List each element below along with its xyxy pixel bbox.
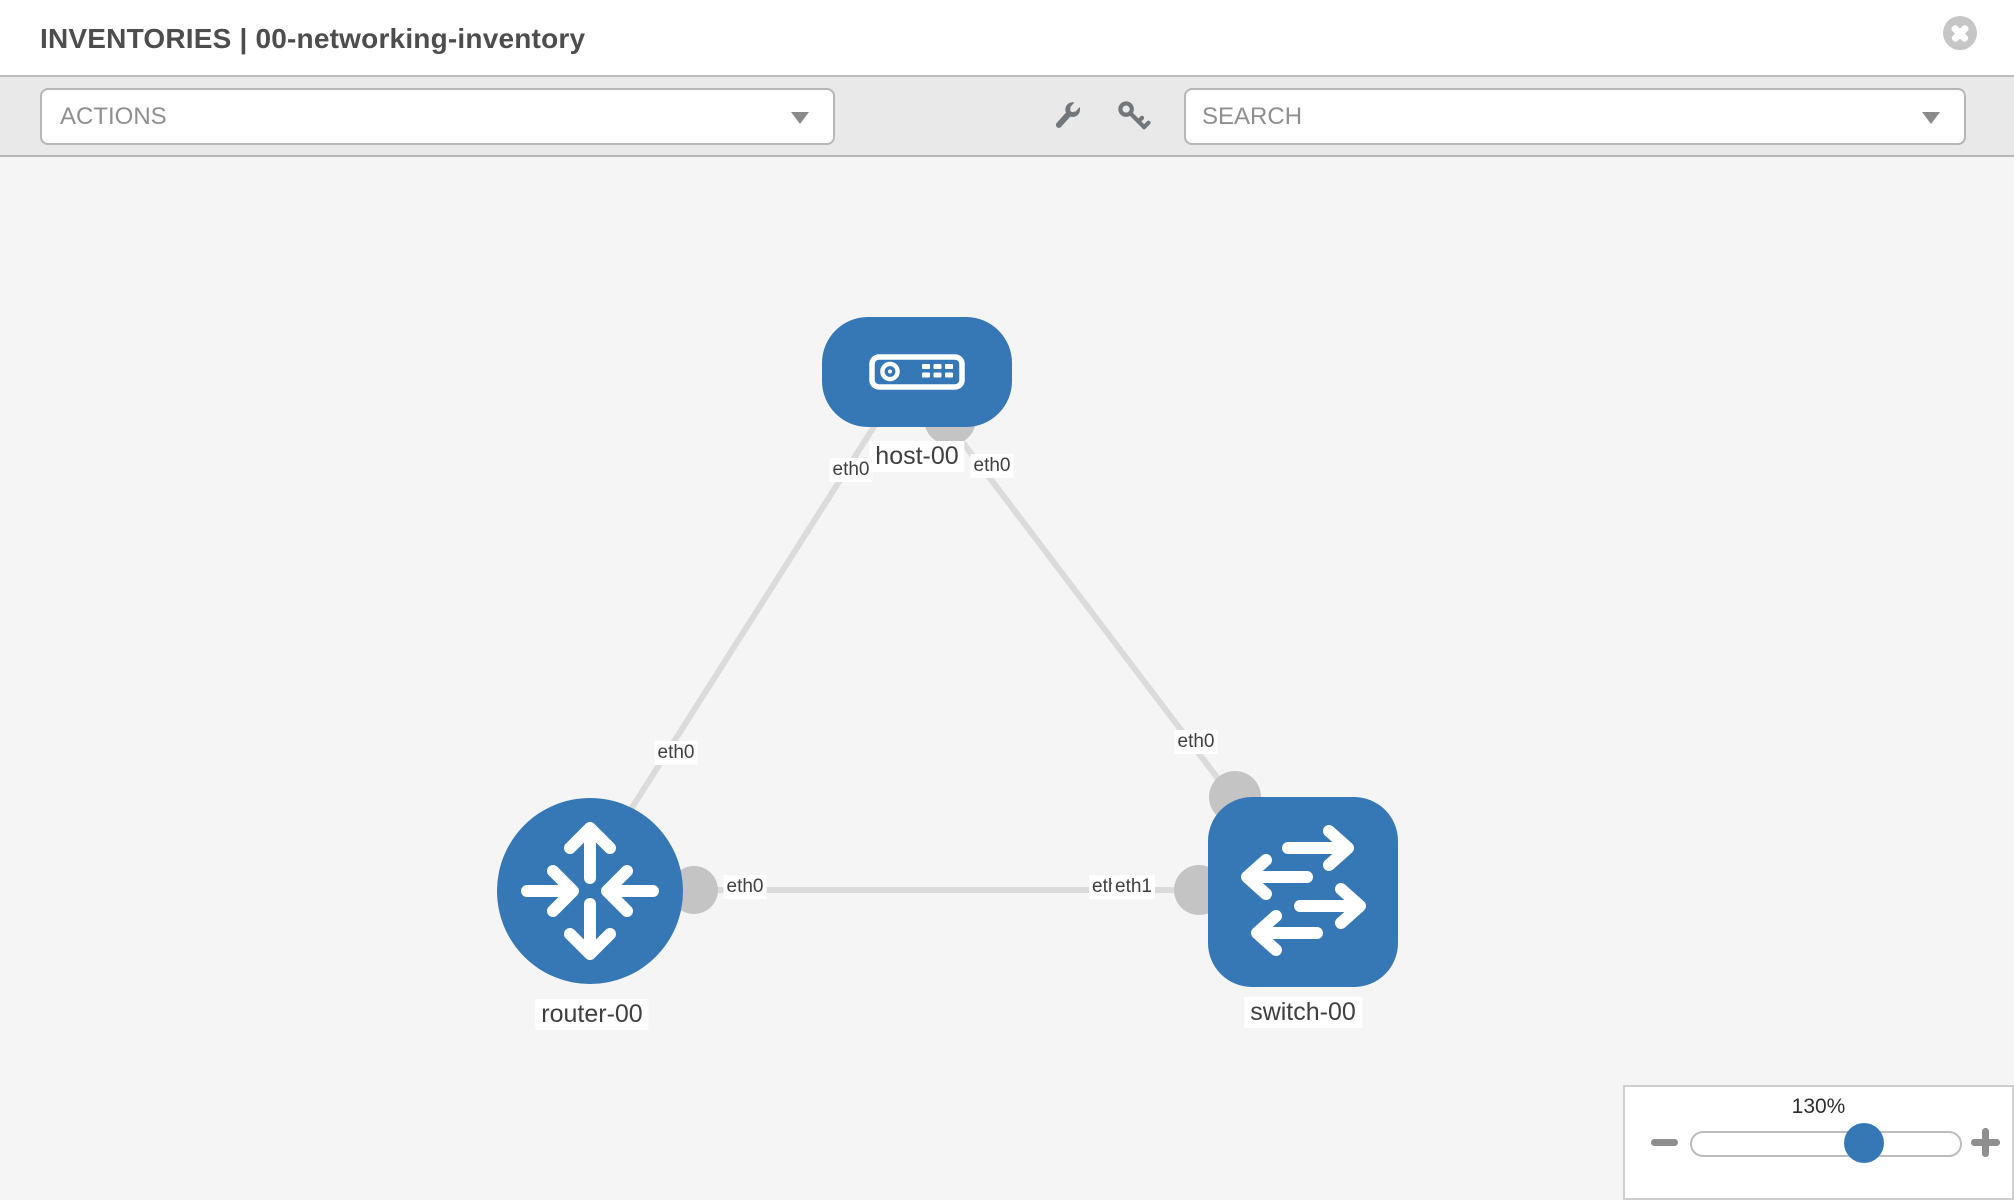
edges-layer [604,393,1261,915]
close-button[interactable] [1943,16,1977,50]
zoom-in-button[interactable] [1971,1128,2000,1157]
port-label-host-right: eth0 [970,454,1014,478]
page-title: INVENTORIES | 00-networking-inventory [40,23,586,54]
zoom-slider-handle[interactable] [1844,1123,1884,1163]
zoom-panel: 130% [1623,1085,2014,1200]
host-icon [869,354,965,390]
node-switch[interactable] [1208,797,1398,987]
search-input[interactable] [1202,92,1892,141]
port-label-host-left: eth0 [829,458,873,482]
node-host[interactable] [822,317,1012,427]
chevron-down-icon [791,112,809,124]
switch-icon [1241,825,1366,956]
node-label-host: host-00 [869,441,965,472]
port-label-switch-top: eth0 [1174,730,1218,754]
edge-host-router [604,422,878,850]
node-label-router: router-00 [535,999,649,1030]
node-label-switch: switch-00 [1244,997,1362,1028]
node-router[interactable] [497,798,683,984]
header: INVENTORIES | 00-networking-inventory [0,0,2014,75]
key-icon [1118,101,1151,130]
topology-canvas[interactable]: host-00 router-00 switch-00 eth0 eth0 et… [0,157,2014,1200]
router-icon [521,822,659,960]
toolbar: ACTIONS [0,75,2014,157]
zoom-level-label: 130% [1791,1095,1846,1118]
port-label-switch-left: eth1 [1112,875,1155,899]
port-label-router-top: eth0 [654,741,698,765]
actions-dropdown-label: ACTIONS [60,103,167,130]
port-label-router-right: eth0 [723,875,767,899]
key-button[interactable] [1112,95,1156,139]
tools-button[interactable] [1044,95,1088,139]
actions-dropdown[interactable]: ACTIONS [40,88,835,145]
zoom-slider-track[interactable] [1690,1131,1962,1157]
zoom-out-button[interactable] [1651,1139,1678,1146]
search-dropdown[interactable] [1184,88,1966,145]
wrench-icon [1055,100,1082,128]
chevron-down-icon [1922,112,1940,124]
